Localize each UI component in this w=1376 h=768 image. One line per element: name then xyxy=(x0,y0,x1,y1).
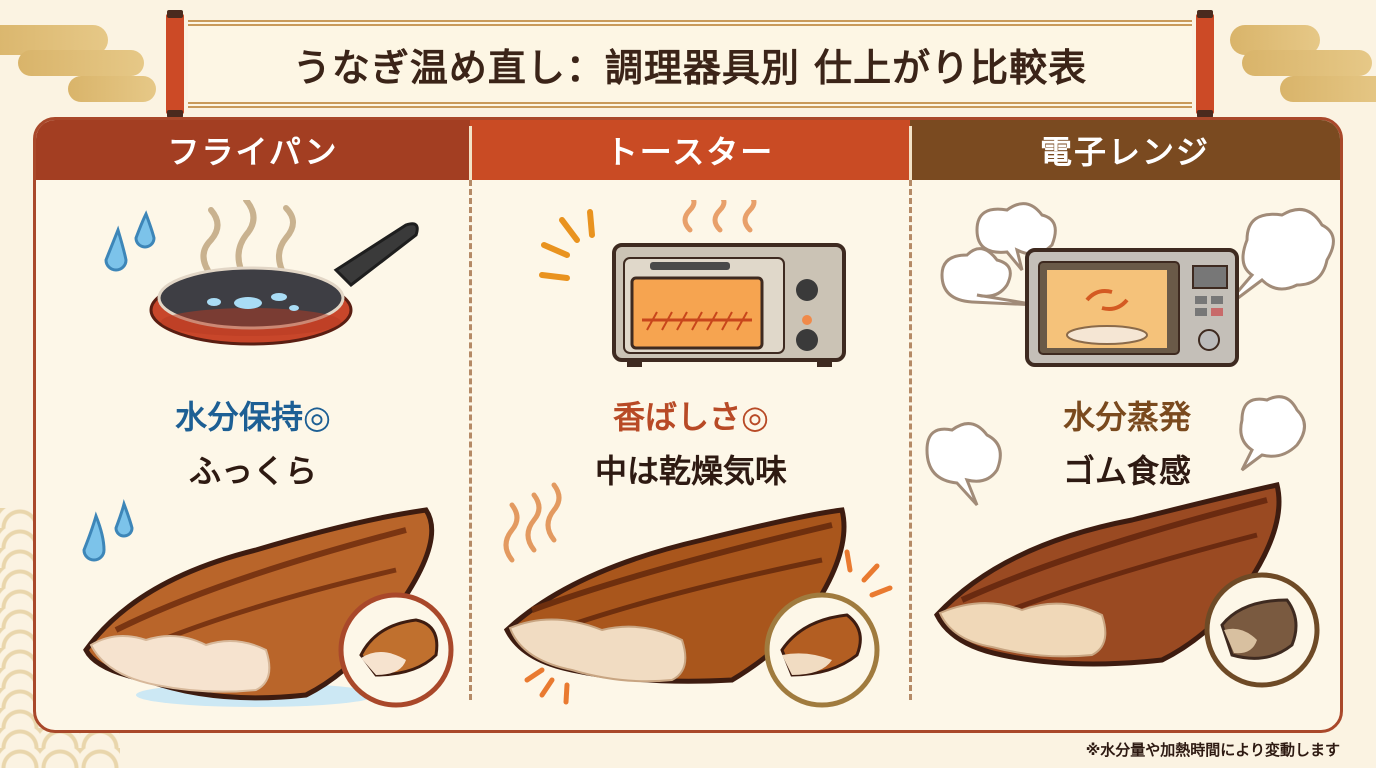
frying-pan-icon xyxy=(104,200,419,346)
page-title: うなぎ温め直し：調理器具別 仕上がり比較表 xyxy=(292,45,1088,90)
footnote-text: ※水分量や加熱時間により変動します xyxy=(1085,741,1340,759)
column-frying-pan: 水分保持◎ ふっくら xyxy=(36,180,470,730)
column-divider xyxy=(469,180,472,700)
title-scroll-banner: うなぎ温め直し：調理器具別 仕上がり比較表 xyxy=(166,10,1214,118)
header-separator xyxy=(469,126,472,180)
column-header-microwave: 電子レンジ xyxy=(910,120,1340,180)
result-main-text: 水分保持◎ xyxy=(175,398,331,436)
rubbery-eel-fillet-icon xyxy=(925,395,1320,688)
gold-cloud-right-icon xyxy=(1230,22,1376,102)
crispy-eel-fillet-icon xyxy=(503,482,893,708)
column-header-toaster: トースター xyxy=(470,120,910,180)
result-sub-text: 中は乾燥気味 xyxy=(594,452,787,490)
column-toaster: 香ばしさ◎ 中は乾燥気味 xyxy=(472,180,910,730)
result-sub-text: ゴム食感 xyxy=(1062,452,1191,490)
toaster-oven-icon xyxy=(539,200,846,367)
result-sub-text: ふっくら xyxy=(188,452,317,490)
scroll-rod-left xyxy=(166,10,184,118)
table-header-row: フライパン トースター 電子レンジ xyxy=(36,120,1340,180)
column-divider xyxy=(909,180,912,700)
result-main-text: 香ばしさ◎ xyxy=(613,398,769,436)
scroll-rod-right xyxy=(1196,10,1214,118)
microwave-icon xyxy=(940,202,1335,367)
gold-cloud-left-icon xyxy=(0,22,160,102)
moist-eel-fillet-icon xyxy=(82,498,454,708)
header-separator xyxy=(909,126,912,180)
scroll-paper: うなぎ温め直し：調理器具別 仕上がり比較表 xyxy=(188,20,1192,108)
column-microwave: 水分蒸発 ゴム食感 xyxy=(912,180,1340,730)
column-header-frying-pan: フライパン xyxy=(36,120,470,180)
comparison-table: フライパン トースター 電子レンジ 水分保持◎ ふっくら xyxy=(33,117,1343,733)
result-main-text: 水分蒸発 xyxy=(1062,398,1191,436)
